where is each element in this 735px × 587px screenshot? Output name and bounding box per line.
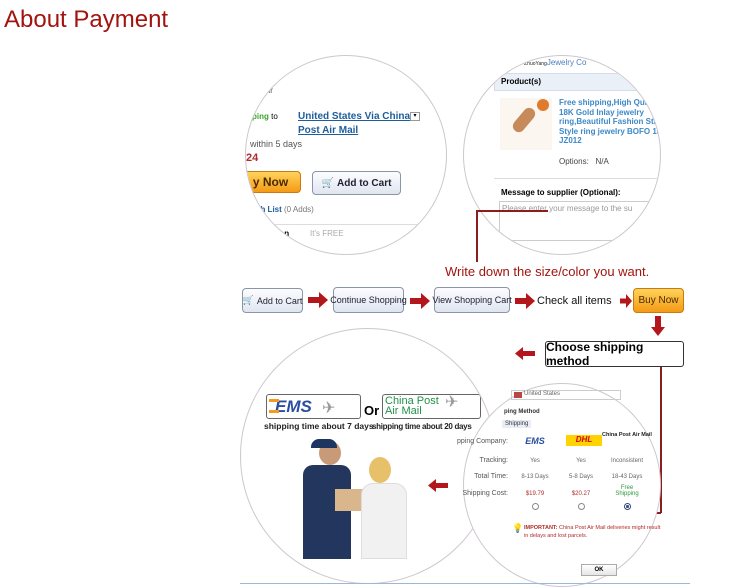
- cost-value: $19.79: [525, 491, 545, 497]
- shipping-destination-link[interactable]: United States Via China: [298, 111, 411, 122]
- arrow-right-icon: [515, 293, 535, 309]
- or-label: Or: [364, 403, 380, 418]
- time-value: 5-8 Days: [568, 474, 593, 480]
- radio-dhl[interactable]: [578, 503, 585, 510]
- important-note: IMPORTANT: China Post Air Mail deliverie…: [524, 525, 661, 539]
- tracking-value: Yes: [576, 458, 586, 464]
- message-input[interactable]: Please enter your message to the su: [499, 201, 660, 241]
- radio-china-post-selected[interactable]: [624, 503, 631, 510]
- price: 24: [246, 152, 259, 164]
- buy-now-button[interactable]: y Now: [246, 171, 301, 193]
- add-to-cart-button[interactable]: 🛒Add to Cart: [312, 171, 401, 195]
- carrier-ems: EMS: [525, 436, 545, 446]
- snippet-text: air: [264, 86, 273, 95]
- flow-view-shopping-cart: View Shopping Cart: [432, 287, 512, 313]
- arrow-right-icon: [410, 293, 430, 309]
- tracking-value: Inconsistent: [610, 458, 644, 464]
- product-thumbnail: [500, 98, 552, 150]
- shipping-destination-link-2[interactable]: Post Air Mail: [298, 125, 359, 136]
- us-flag-icon: [514, 392, 522, 398]
- lightbulb-icon: 💡: [512, 523, 524, 533]
- airplane-icon: ✈: [445, 394, 459, 411]
- time-value: 8-13 Days: [521, 474, 549, 480]
- carrier-dhl: DHL: [566, 435, 602, 446]
- wish-count: (0 Adds): [284, 205, 314, 214]
- china-post-time: shipping time about 20 days: [372, 422, 472, 431]
- cost-value: $20.27: [571, 491, 591, 497]
- options-value: N/A: [595, 157, 609, 166]
- row-label: Tracking:: [479, 457, 508, 464]
- ems-time: shipping time about 7 days: [264, 421, 374, 431]
- flow-check-items: Check all items: [537, 295, 612, 307]
- page-title: About Payment: [4, 6, 169, 33]
- instruction-text: Write down the size/color you want.: [445, 264, 650, 279]
- arrow-right-icon: [620, 294, 632, 308]
- protection-free: It's FREE: [310, 229, 344, 238]
- time-value: 18-43 Days: [611, 474, 643, 480]
- flow-continue-shopping: Continue Shopping: [330, 287, 407, 313]
- method-label: ping Method: [504, 409, 540, 415]
- flow-choose-shipping: Choose shipping method: [545, 340, 684, 368]
- to-label: to: [271, 112, 278, 121]
- tracking-value: Yes: [530, 458, 540, 464]
- protection-label: ction: [270, 229, 290, 238]
- cost-value: Free Shipping: [615, 485, 639, 497]
- radio-ems[interactable]: [532, 503, 539, 510]
- cart-icon: 🛒: [242, 295, 254, 305]
- row-label: Total Time:: [474, 473, 508, 480]
- wish-list-link[interactable]: sh List: [256, 205, 282, 214]
- country-select[interactable]: United States: [511, 390, 621, 400]
- products-header: Product(s): [494, 73, 660, 91]
- discount-badge-icon: [537, 99, 549, 111]
- shipping-label: hipping: [245, 112, 269, 121]
- dropdown-icon[interactable]: ▾: [410, 112, 420, 121]
- shipping-method-zoom: United States ping Method Shipping pping…: [457, 383, 661, 587]
- seller-id: ZhuoYang: [524, 61, 547, 67]
- flow-add-to-cart: 🛒Add to Cart: [242, 288, 303, 313]
- ems-logo: EMS ✈: [266, 394, 361, 419]
- courier-delivery-photo: [301, 439, 411, 559]
- seller-name[interactable]: Jewelry Co: [546, 58, 587, 67]
- ok-button[interactable]: OK: [581, 564, 617, 576]
- row-label: Shipping Cost:: [462, 490, 508, 497]
- airplane-icon: ✈: [322, 400, 336, 417]
- seller-label: ller:: [509, 58, 522, 67]
- connector-line: [660, 367, 662, 513]
- divider: [240, 583, 690, 584]
- arrow-left-icon: [515, 347, 535, 360]
- options-label: Options:: [559, 157, 589, 166]
- order-page-zoom: ller: ZhuoYangJewelry Co Product(s) Free…: [463, 55, 661, 255]
- arrow-left-icon: [428, 479, 448, 492]
- arrow-right-icon: [308, 292, 328, 308]
- add-to-cart-label: Add to Cart: [337, 177, 392, 189]
- arrow-down-icon: [651, 316, 665, 336]
- connector-line: [476, 210, 478, 262]
- message-label: Message to supplier (Optional):: [501, 188, 621, 197]
- product-page-zoom: air hipping to United States Via China P…: [245, 55, 447, 255]
- flow-label: Add to Cart: [256, 295, 303, 306]
- row-label: pping Company:: [457, 438, 508, 445]
- cart-icon: 🛒: [321, 177, 334, 189]
- connector-line: [476, 210, 548, 212]
- carrier-china-post: China Post Air Mail: [602, 432, 652, 438]
- delivery-time: within 5 days: [250, 139, 303, 149]
- flow-buy-now: Buy Now: [633, 288, 684, 313]
- shipping-tab[interactable]: Shipping: [502, 420, 532, 428]
